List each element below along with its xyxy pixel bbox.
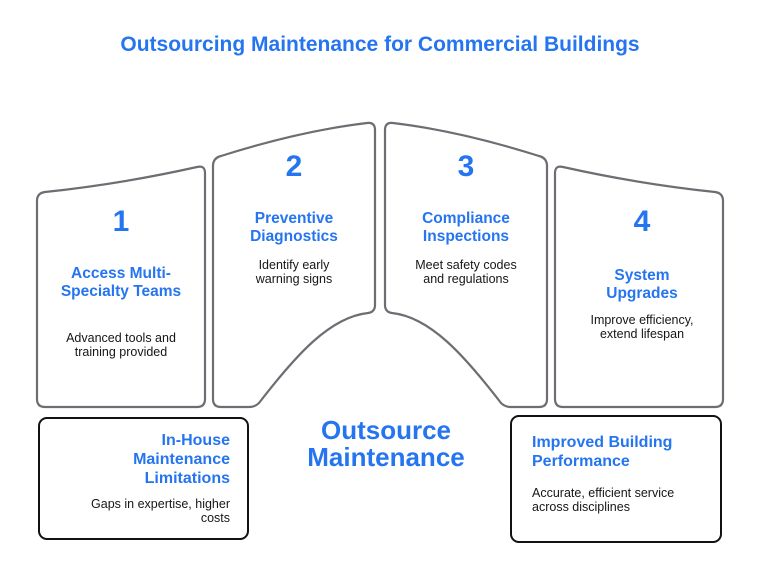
step-4-title: System Upgrades [606,267,678,302]
panel-1-outline [35,165,207,409]
center-label: Outsource Maintenance [307,415,465,472]
left-callout-title: In-House Maintenance Limitations [133,432,230,487]
panel-3-outline [383,121,549,409]
right-callout-title: Improved Building Performance [532,434,673,470]
left-callout-description: Gaps in expertise, higher costs [91,497,230,525]
step-2-title: Preventive Diagnostics [250,210,338,245]
left-callout-box: In-House Maintenance Limitations Gaps in… [38,417,249,540]
step-4-description: Improve efficiency, extend lifespan [590,313,694,341]
step-2-number: 2 [285,150,303,183]
step-4-number: 4 [633,205,651,238]
step-3-title: Compliance Inspections [422,210,510,245]
right-callout-description: Accurate, efficient service across disci… [532,486,675,514]
step-2-description: Identify early warning signs [255,258,333,286]
step-3-description: Meet safety codes and regulations [415,258,517,286]
step-1-description: Advanced tools and training provided [66,331,176,359]
step-3-number: 3 [457,150,475,183]
panel-4-outline [553,165,725,409]
step-1-number: 1 [112,205,130,238]
page-title: Outsourcing Maintenance for Commercial B… [120,33,640,56]
step-1-title: Access Multi-Specialty Teams [60,265,182,300]
panel-2-outline [211,121,377,409]
right-callout-box: Improved Building Performance Accurate, … [510,415,722,543]
